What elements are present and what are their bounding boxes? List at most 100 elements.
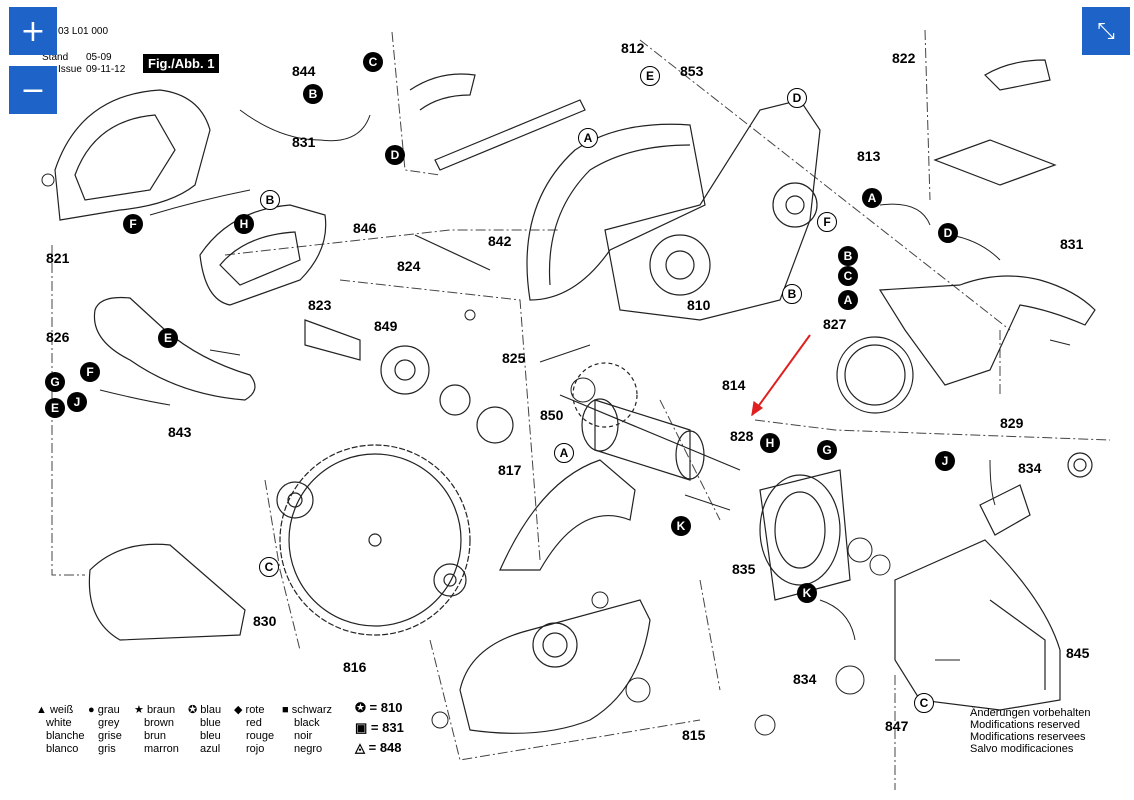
part-label: 829 <box>1000 415 1024 431</box>
connector-badge: D <box>938 223 958 243</box>
issue-value: 09-11-12 <box>86 64 126 75</box>
legend-de: weiß <box>49 704 74 716</box>
key-symbol: ▣ <box>355 720 368 735</box>
legend-de: blau <box>200 704 222 716</box>
connector-badge: F <box>80 362 100 382</box>
part-label: 849 <box>374 318 398 334</box>
connector-badge: G <box>45 372 65 392</box>
part-label: 822 <box>892 50 916 66</box>
connector-badge-outline: C <box>914 693 934 713</box>
notice-es: Salvo modificaciones <box>970 743 1074 755</box>
part-label: 814 <box>722 377 746 393</box>
stand-label: Stand <box>42 52 69 63</box>
connector-badge-outline: A <box>554 443 574 463</box>
connector-badge: C <box>363 52 383 72</box>
legend-es: blanco <box>46 743 79 755</box>
notice-fr: Modifications reservees <box>970 731 1086 743</box>
zoom-out-button[interactable]: − <box>9 66 57 114</box>
collapse-button[interactable]: ⤡ <box>1082 7 1130 55</box>
doc-number: 03 L01 000 <box>58 26 109 37</box>
connector-badge: A <box>862 188 882 208</box>
legend-fr: grise <box>98 730 122 742</box>
key-810: ✪ = 810 <box>355 700 402 716</box>
legend-es: negro <box>294 743 323 755</box>
legend-de: grau <box>97 704 120 716</box>
notice-de: Änderungen vorbehalten <box>970 707 1091 719</box>
connector-badge: G <box>817 440 837 460</box>
modifications-notice: Änderungen vorbehalten Modifications res… <box>970 707 1090 755</box>
part-label: 834 <box>793 671 817 687</box>
part-label: 816 <box>343 659 367 675</box>
part-label: 850 <box>540 407 564 423</box>
part-label: 817 <box>498 462 522 478</box>
legend-es: rojo <box>246 743 265 755</box>
legend-symbol: ◆ <box>234 704 243 716</box>
connector-badge: D <box>385 145 405 165</box>
legend-en: black <box>294 717 320 729</box>
legend-de: braun <box>146 704 176 716</box>
connector-badge-outline: A <box>578 128 598 148</box>
part-label: 845 <box>1066 645 1090 661</box>
stand-value: 05-09 <box>86 52 112 63</box>
legend-es: marron <box>144 743 179 755</box>
part-label: 846 <box>353 220 377 236</box>
legend-fr: brun <box>144 730 167 742</box>
part-label: 812 <box>621 40 645 56</box>
legend-symbol: ■ <box>282 704 289 716</box>
part-label: 810 <box>687 297 711 313</box>
part-label: 844 <box>292 63 316 79</box>
connector-badge-outline: C <box>259 557 279 577</box>
legend-fr: bleu <box>200 730 221 742</box>
key-value: = 831 <box>370 720 404 735</box>
part-label: 827 <box>823 316 847 332</box>
key-value: = 848 <box>368 740 402 755</box>
connector-badge: C <box>838 266 858 286</box>
legend-en: blue <box>200 717 221 729</box>
connector-badge: J <box>935 451 955 471</box>
connector-badge: K <box>797 583 817 603</box>
key-831: ▣ = 831 <box>355 720 404 736</box>
legend-de: rote <box>245 704 265 716</box>
legend-de: schwarz <box>291 704 333 716</box>
part-label: 842 <box>488 233 512 249</box>
connector-badge: K <box>671 516 691 536</box>
connector-badge: J <box>67 392 87 412</box>
part-label: 825 <box>502 350 526 366</box>
connector-badge: E <box>158 328 178 348</box>
legend-es: gris <box>98 743 116 755</box>
connector-badge-outline: D <box>787 88 807 108</box>
part-label: 843 <box>168 424 192 440</box>
connector-badge: F <box>123 214 143 234</box>
notice-en: Modifications reserved <box>970 719 1081 731</box>
legend-en: grey <box>98 717 120 729</box>
part-label: 847 <box>885 718 909 734</box>
part-label: 853 <box>680 63 704 79</box>
legend-fr: blanche <box>46 730 85 742</box>
connector-badge: B <box>303 84 323 104</box>
part-label: 815 <box>682 727 706 743</box>
legend-fr: noir <box>294 730 313 742</box>
legend-symbol: ✪ <box>188 704 198 716</box>
issue-label: Issue <box>58 64 82 75</box>
key-symbol: ✪ <box>355 700 366 715</box>
zoom-in-button[interactable]: + <box>9 7 57 55</box>
connector-badge-outline: B <box>260 190 280 210</box>
key-848: ◬ = 848 <box>355 740 402 756</box>
connector-badge-outline: E <box>640 66 660 86</box>
legend-symbol: ▲ <box>36 704 47 716</box>
part-label: 824 <box>397 258 421 274</box>
legend-en: brown <box>144 717 174 729</box>
part-label: 830 <box>253 613 277 629</box>
legend-symbol: ★ <box>134 704 144 716</box>
part-label: 813 <box>857 148 881 164</box>
legend-en: red <box>246 717 262 729</box>
connector-badge: H <box>760 433 780 453</box>
color-legend: ▲ weiß white blanche blanco ● grau grey … <box>36 704 356 764</box>
connector-badge: H <box>234 214 254 234</box>
legend-symbol: ● <box>88 704 95 716</box>
legend-es: azul <box>200 743 221 755</box>
connector-badge-outline: F <box>817 212 837 232</box>
key-symbol: ◬ <box>355 740 365 755</box>
